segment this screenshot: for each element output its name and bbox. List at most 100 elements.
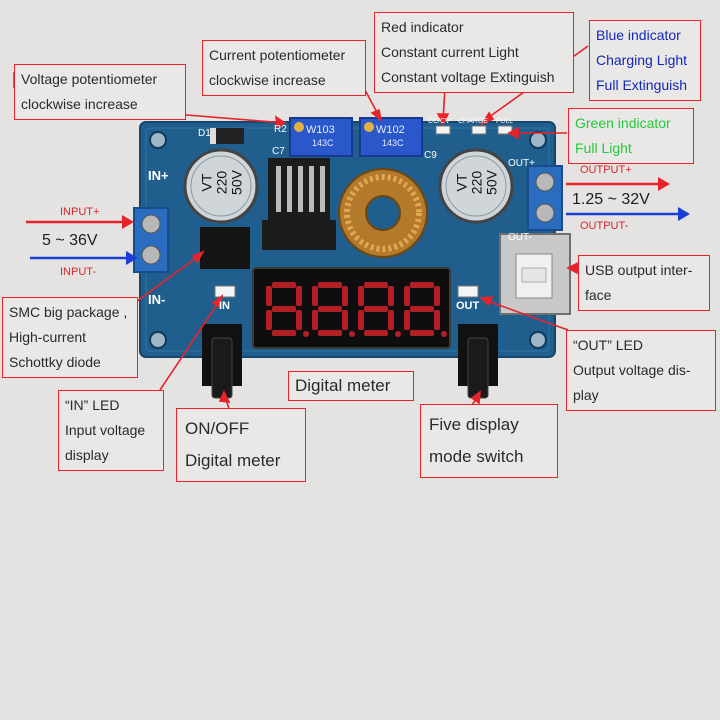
callout-usb-output: USB output inter- face <box>578 255 710 311</box>
input-plus-arrow <box>26 215 134 229</box>
output-minus-arrow <box>566 207 690 221</box>
callout-line: Charging Light <box>596 52 688 68</box>
callout-line: Digital meter <box>295 376 391 395</box>
display-segment <box>364 330 388 336</box>
callout-line: Full Extinguish <box>596 77 688 93</box>
callout-line: USB output inter- <box>585 262 693 278</box>
display-segment <box>410 282 434 288</box>
board-out-plus: OUT+ <box>508 158 535 169</box>
callout-line: Voltage potentiometer <box>21 71 158 87</box>
pot-right-subcode: 143C <box>382 138 404 148</box>
callout-line: Red indicator <box>381 19 464 35</box>
board-ref-c7: C7 <box>272 146 285 157</box>
callout-line: play <box>573 387 599 403</box>
cap-left-line-2: 220 <box>213 170 230 195</box>
capacitor-right <box>438 148 514 224</box>
display-segment <box>410 330 434 336</box>
callout-line: Constant current Light <box>381 44 519 60</box>
pot-right-code: W102 <box>376 124 405 136</box>
callout-line: “IN” LED <box>65 397 120 413</box>
led-in <box>214 285 236 298</box>
display-segment <box>358 286 364 306</box>
led-green <box>497 125 513 135</box>
display-segment <box>272 306 296 312</box>
display-segment <box>404 310 410 330</box>
callout-line: Full Light <box>575 140 632 156</box>
display-segment <box>358 310 364 330</box>
mount-hole <box>149 331 167 349</box>
display-decimal-point <box>303 331 309 337</box>
diode-d1 <box>210 128 244 144</box>
board-ref-c9: C9 <box>424 150 437 161</box>
capacitor-left <box>183 148 259 224</box>
mount-hole <box>529 331 547 349</box>
display-segment <box>342 310 348 330</box>
led-red <box>435 125 451 135</box>
mount-hole <box>149 131 167 149</box>
display-segment <box>388 310 394 330</box>
board-ref-r2: R2 <box>274 124 287 135</box>
callout-line: clockwise increase <box>209 72 326 88</box>
callout-green-indicator: Green indicator Full Light <box>568 108 694 164</box>
display-segment <box>296 310 302 330</box>
display-segment <box>364 282 388 288</box>
cap-right-line-1: VT <box>453 173 470 192</box>
display-segment <box>272 282 296 288</box>
callout-line: Current potentiometer <box>209 47 346 63</box>
pot-left-code: W103 <box>306 124 335 136</box>
voltage-potentiometer <box>289 117 353 157</box>
callout-in-led: “IN” LED Input voltage display <box>58 390 164 471</box>
callout-line: Constant voltage Extinguish <box>381 69 555 85</box>
cap-right-line-3: 50V <box>483 170 500 195</box>
display-digits <box>266 282 447 337</box>
callout-smc-diode: SMC big package , High-current Schottky … <box>2 297 138 378</box>
output-minus-label: OUTPUT- <box>580 220 629 232</box>
display-segment <box>410 306 434 312</box>
callout-line: Digital meter <box>185 451 281 470</box>
callout-line: Output voltage dis- <box>573 362 691 378</box>
display-decimal-point <box>349 331 355 337</box>
display-segment <box>312 310 318 330</box>
display-segment <box>266 286 272 306</box>
callout-line: Schottky diode <box>9 354 101 370</box>
cap-left-line-1: VT <box>198 173 215 192</box>
input-plus-label: INPUT+ <box>60 206 100 218</box>
callout-digital-meter: Digital meter <box>288 371 414 401</box>
input-minus-arrow <box>30 251 138 265</box>
capacitor-right-marking: VT 220 50V <box>453 157 500 209</box>
board-led-in-label: IN <box>219 300 230 312</box>
display-segment <box>318 282 342 288</box>
board-ref-d1: D1 <box>198 128 211 139</box>
callout-onoff-meter: ON/OFF Digital meter <box>176 408 306 482</box>
callout-line: mode switch <box>429 447 524 466</box>
callout-line: High-current <box>9 329 87 345</box>
display-segment <box>434 310 440 330</box>
callout-red-indicator: Red indicator Constant current Light Con… <box>374 12 574 93</box>
callout-line: display <box>65 447 109 463</box>
display-segment <box>296 286 302 306</box>
display-segment <box>318 330 342 336</box>
callout-out-led: “OUT” LED Output voltage dis- play <box>566 330 716 411</box>
callout-line: Input voltage <box>65 422 146 438</box>
display-segment <box>364 306 388 312</box>
pot-left-subcode: 143C <box>312 138 334 148</box>
board-in-minus: IN- <box>148 292 166 307</box>
indicator-tag-charge: CHARGE <box>458 118 488 125</box>
output-plus-arrow <box>566 177 670 191</box>
callout-line: ON/OFF <box>185 419 250 438</box>
mount-hole <box>529 131 547 149</box>
indicator-tag-cccv: CC/CV <box>428 118 450 125</box>
callout-current-potentiometer: Current potentiometer clockwise increase <box>202 40 366 96</box>
cap-left-line-3: 50V <box>228 170 245 195</box>
digital-display <box>252 267 451 349</box>
display-segment <box>318 306 342 312</box>
callout-line: Green indicator <box>575 115 671 131</box>
callout-line: SMC big package , <box>9 304 128 320</box>
input-range: 5 ~ 36V <box>42 232 98 249</box>
led-out <box>457 285 479 298</box>
indicator-tag-full: FULL <box>496 118 514 125</box>
display-segment <box>434 286 440 306</box>
callout-line: clockwise increase <box>21 96 138 112</box>
callout-blue-indicator: Blue indicator Charging Light Full Extin… <box>589 20 701 101</box>
display-segment <box>404 286 410 306</box>
